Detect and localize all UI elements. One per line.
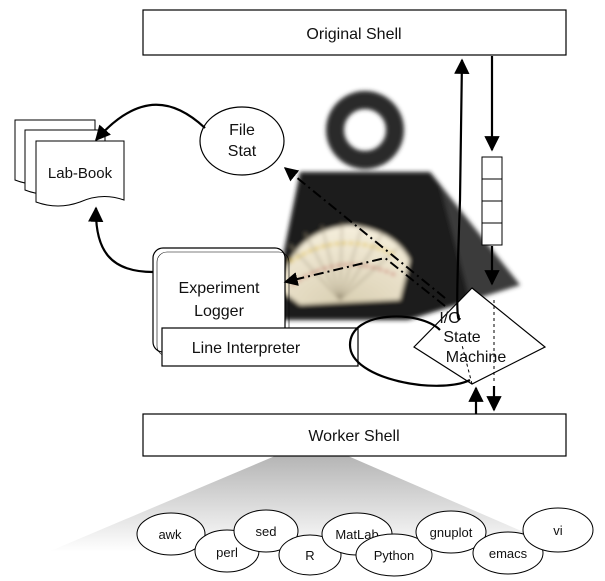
tool-gnuplot[interactable]: gnuplot bbox=[415, 510, 487, 554]
experiment-logger-label-line1: Experiment bbox=[179, 280, 260, 297]
line-interpreter-label: Line Interpreter bbox=[192, 340, 301, 357]
tool-emacs[interactable]: emacs bbox=[472, 531, 544, 575]
io-state-machine[interactable]: I/O State Machine bbox=[413, 287, 547, 385]
experiment-logger-label-line2: Logger bbox=[194, 303, 244, 320]
line-interpreter[interactable]: Line Interpreter bbox=[161, 327, 359, 367]
tool-awk[interactable]: awk bbox=[136, 512, 206, 556]
worker-shell-label: Worker Shell bbox=[308, 428, 399, 445]
queue-buffer-icon bbox=[481, 156, 503, 246]
worker-shell[interactable]: Worker Shell bbox=[142, 413, 567, 457]
weight-with-fan-logo bbox=[270, 91, 520, 320]
tool-label: awk bbox=[158, 527, 182, 542]
arrow-io-to-line-interpreter bbox=[348, 315, 471, 387]
io-label-line1: I/O bbox=[439, 310, 460, 327]
tool-label: vi bbox=[553, 523, 563, 538]
original-shell[interactable]: Original Shell bbox=[142, 9, 567, 56]
file-stat-label-line1: File bbox=[229, 122, 255, 139]
file-stat[interactable]: File Stat bbox=[199, 106, 285, 176]
tool-label: perl bbox=[216, 545, 238, 560]
tool-sed[interactable]: sed bbox=[233, 509, 299, 553]
tool-vi[interactable]: vi bbox=[522, 507, 594, 553]
file-stat-label-line2: Stat bbox=[228, 143, 257, 160]
io-label-line2: State bbox=[443, 329, 480, 346]
io-label-line3: Machine bbox=[446, 349, 507, 366]
arrow-io-to-filestat bbox=[283, 167, 446, 299]
tool-label: sed bbox=[256, 524, 277, 539]
tool-r[interactable]: R bbox=[278, 534, 342, 576]
tool-label: gnuplot bbox=[430, 525, 473, 540]
arrow-filestat-to-labbook bbox=[94, 103, 206, 142]
arrow-logger-to-labbook bbox=[87, 206, 154, 274]
lab-book[interactable]: Lab-Book bbox=[14, 119, 125, 207]
experiment-logger[interactable]: Experiment Logger bbox=[152, 247, 290, 357]
lab-book-label: Lab-Book bbox=[48, 165, 113, 182]
tool-label: R bbox=[305, 548, 314, 563]
tool-label: Python bbox=[374, 548, 414, 563]
tool-label: MatLab bbox=[335, 527, 378, 542]
original-shell-label: Original Shell bbox=[306, 26, 401, 43]
arrow-io-to-original bbox=[454, 58, 470, 321]
arrow-io-to-logger bbox=[283, 256, 446, 307]
tool-label: emacs bbox=[489, 546, 528, 561]
tool-python[interactable]: Python bbox=[355, 533, 433, 577]
tools-group: awk perl sed R MatLab Python gnuplot em bbox=[136, 507, 594, 577]
